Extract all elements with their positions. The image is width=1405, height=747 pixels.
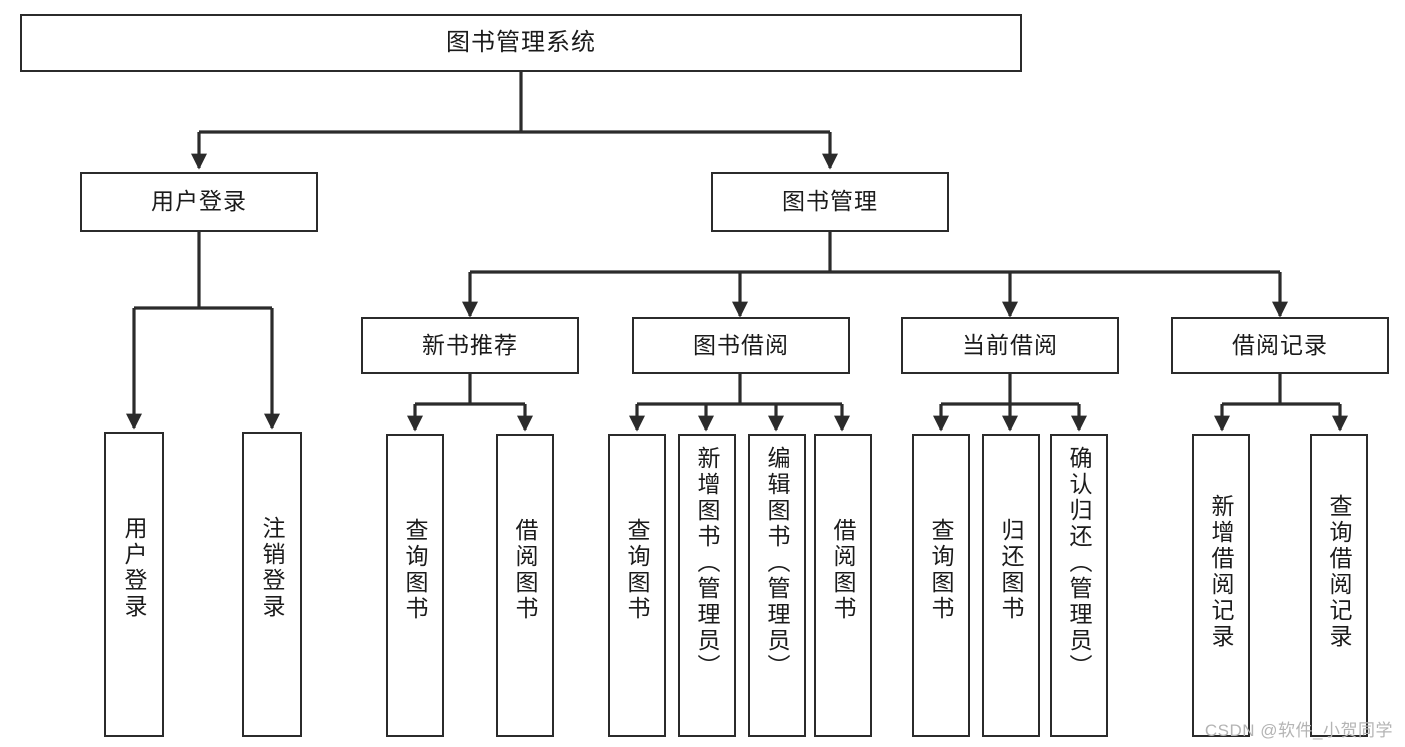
node-leaf-query-book-2-label: 查询图书 [624,518,651,622]
node-leaf-add-record[interactable]: 新增借阅记录 [1192,434,1250,737]
node-leaf-user-login-label: 用户登录 [121,516,148,620]
node-leaf-confirm-return-label: 确认归还（管理员） [1066,446,1093,680]
node-leaf-query-record-label: 查询借阅记录 [1326,494,1353,650]
node-leaf-add-book-label: 新增图书（管理员） [694,446,721,680]
node-borrow-record-label: 借阅记录 [1232,331,1328,358]
node-leaf-return-book[interactable]: 归还图书 [982,434,1040,737]
node-leaf-user-logout-label: 注销登录 [259,516,286,620]
node-user-login-label: 用户登录 [151,188,247,215]
node-user-login[interactable]: 用户登录 [80,172,318,232]
node-leaf-confirm-return[interactable]: 确认归还（管理员） [1050,434,1108,737]
node-current-borrow-label: 当前借阅 [962,331,1058,358]
node-new-book-recommend[interactable]: 新书推荐 [361,317,579,374]
node-leaf-borrow-book-2-label: 借阅图书 [830,518,857,622]
node-new-book-recommend-label: 新书推荐 [422,331,518,358]
node-leaf-user-login[interactable]: 用户登录 [104,432,164,737]
node-leaf-add-record-label: 新增借阅记录 [1208,494,1235,650]
node-book-borrow-label: 图书借阅 [693,331,789,358]
node-leaf-borrow-book-1[interactable]: 借阅图书 [496,434,554,737]
node-leaf-borrow-book-1-label: 借阅图书 [512,518,539,622]
node-current-borrow[interactable]: 当前借阅 [901,317,1119,374]
node-borrow-record[interactable]: 借阅记录 [1171,317,1389,374]
node-leaf-user-logout[interactable]: 注销登录 [242,432,302,737]
node-leaf-query-book-2[interactable]: 查询图书 [608,434,666,737]
node-root[interactable]: 图书管理系统 [20,14,1022,72]
node-leaf-query-book-3-label: 查询图书 [928,518,955,622]
node-leaf-add-book[interactable]: 新增图书（管理员） [678,434,736,737]
csdn-watermark: CSDN @软件_小贺同学 [1204,721,1393,740]
node-leaf-query-book-3[interactable]: 查询图书 [912,434,970,737]
node-leaf-borrow-book-2[interactable]: 借阅图书 [814,434,872,737]
node-leaf-return-book-label: 归还图书 [998,518,1025,622]
node-root-label: 图书管理系统 [446,28,596,56]
node-leaf-query-book-1-label: 查询图书 [402,518,429,622]
node-book-management[interactable]: 图书管理 [711,172,949,232]
node-leaf-query-record[interactable]: 查询借阅记录 [1310,434,1368,737]
node-book-management-label: 图书管理 [782,188,878,215]
node-book-borrow[interactable]: 图书借阅 [632,317,850,374]
node-leaf-edit-book-label: 编辑图书（管理员） [764,446,791,680]
node-leaf-query-book-1[interactable]: 查询图书 [386,434,444,737]
node-leaf-edit-book[interactable]: 编辑图书（管理员） [748,434,806,737]
